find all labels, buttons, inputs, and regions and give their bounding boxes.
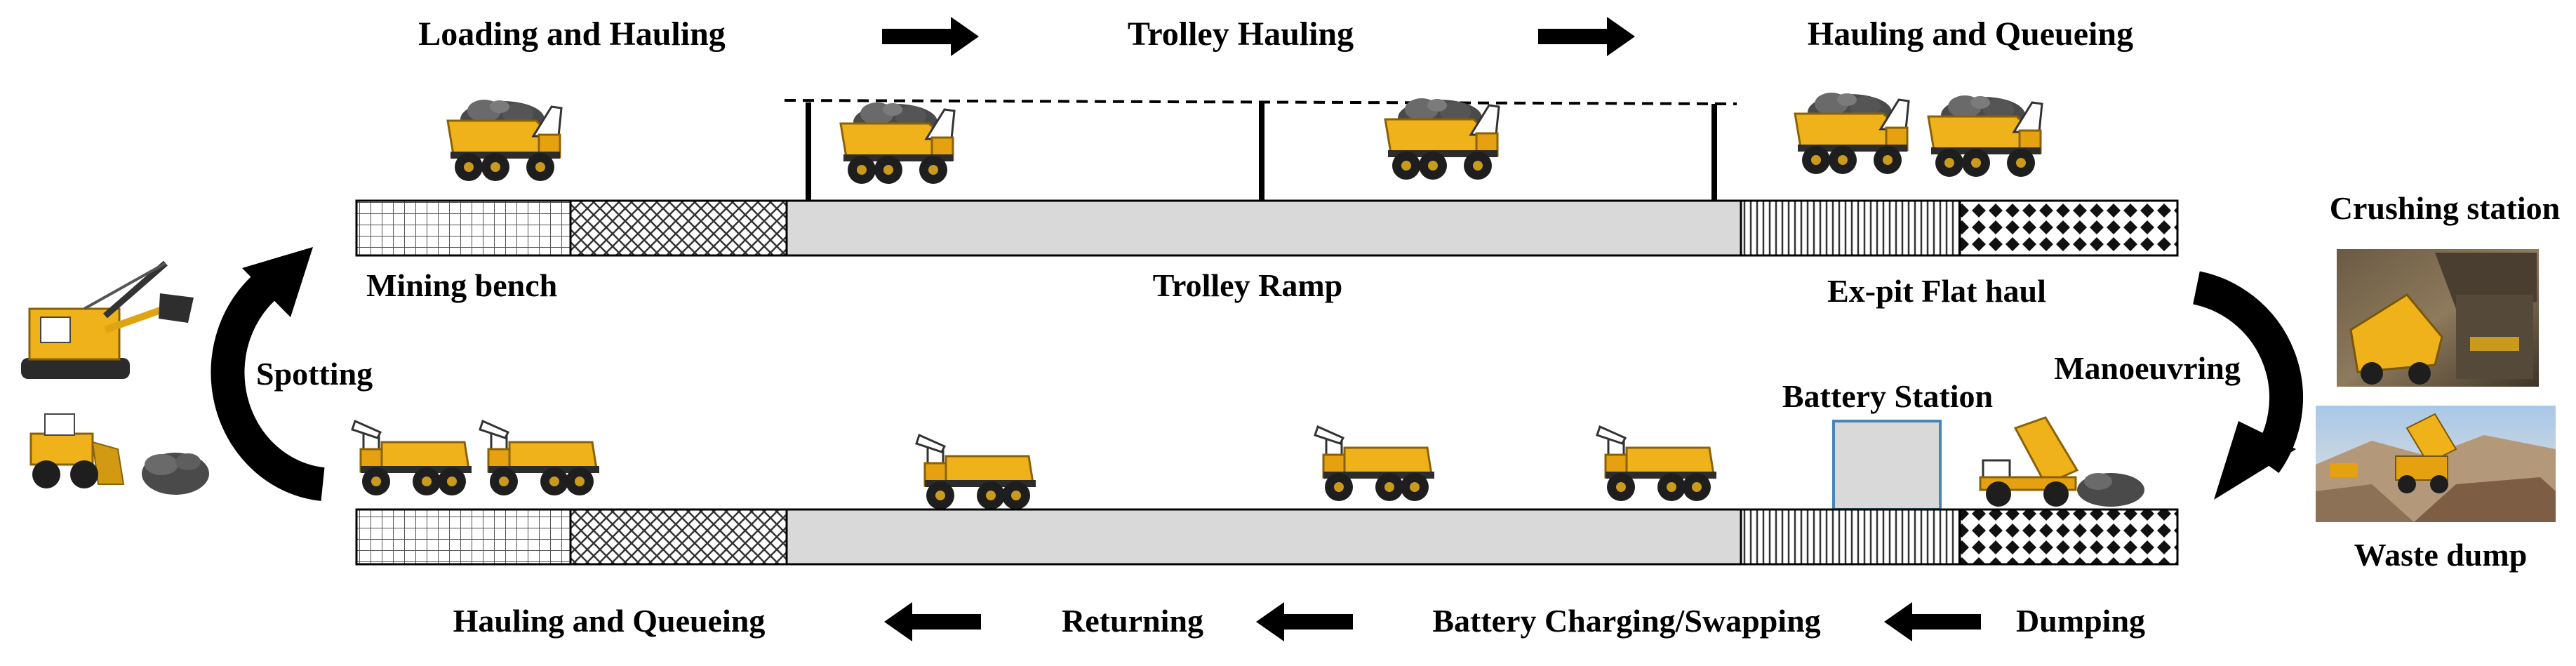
crushing-station-photo: [2337, 249, 2539, 387]
top-trucks: [446, 91, 2043, 185]
haul-truck-empty-icon: [351, 420, 473, 497]
electric-shovel-icon: [21, 260, 194, 379]
top-flow-stage-trolley: Trolley Hauling: [1128, 15, 1354, 53]
top-flow: Loading and Hauling Trolley Hauling Haul…: [418, 15, 2133, 56]
bottom-flow-stage-dumping: Dumping: [2016, 603, 2145, 639]
bottom-flow-arrow-2: [1256, 602, 1353, 641]
bottom-road: [355, 508, 2179, 566]
battery-station-label: Battery Station: [1782, 378, 1993, 414]
turn-label-manoeuvring: Manoeuvring: [2054, 350, 2241, 386]
turn-label-spotting: Spotting: [256, 356, 373, 392]
bottom-flow: Hauling and Queueing Returning Battery C…: [453, 602, 2145, 641]
bottom-flow-stage-battery: Battery Charging/Swapping: [1432, 603, 1820, 639]
haul-truck-loaded-icon: [1927, 94, 2043, 178]
battery-station-box: [1832, 420, 1942, 511]
haul-truck-loaded-icon: [839, 101, 956, 185]
top-flow-arrow-2: [1538, 17, 1635, 56]
haul-truck-empty-icon: [479, 420, 601, 497]
station-label-crushing: Crushing station: [2330, 190, 2560, 226]
dumping-truck-icon: [1979, 416, 2144, 507]
bottom-flow-stage-returning: Returning: [1062, 603, 1203, 639]
spotting-turn-arrow: [211, 247, 325, 501]
bottom-flow-arrow-3: [884, 602, 981, 641]
bottom-flow-arrow-1: [1884, 602, 1981, 641]
haul-truck-empty-icon: [1314, 425, 1436, 502]
trolley-line: [784, 99, 1737, 201]
road-label-flat-haul: Ex-pit Flat haul: [1827, 273, 2046, 309]
top-flow-stage-queueing: Hauling and Queueing: [1808, 15, 2133, 53]
road-label-trolley-ramp: Trolley Ramp: [1153, 267, 1342, 303]
haul-truck-loaded-icon: [1794, 91, 1910, 175]
haul-truck-empty-icon: [915, 434, 1037, 511]
wheel-loader-icon: [29, 413, 209, 495]
haul-truck-empty-icon: [1596, 425, 1718, 502]
top-flow-stage-loading: Loading and Hauling: [418, 15, 726, 53]
top-flow-arrow-1: [882, 17, 979, 56]
bottom-trucks: [351, 420, 1718, 511]
haul-truck-loaded-icon: [446, 98, 563, 182]
haul-truck-loaded-icon: [1384, 97, 1500, 181]
waste-dump-photo: [2316, 406, 2556, 522]
manoeuvring-turn-arrow: [2192, 271, 2303, 500]
top-road: [355, 199, 2179, 257]
bottom-flow-stage-queueing: Hauling and Queueing: [453, 603, 766, 639]
station-label-waste: Waste dump: [2354, 537, 2528, 573]
road-label-mining-bench: Mining bench: [366, 267, 557, 303]
